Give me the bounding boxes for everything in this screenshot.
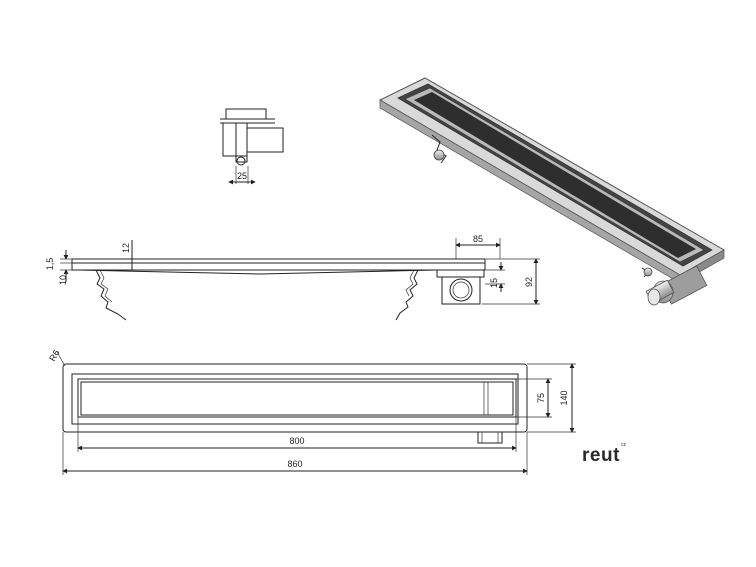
brand-name: reut — [582, 445, 620, 466]
frame-height-dim: 10 — [58, 275, 68, 285]
side-view: 85 15 92 12 1,5 10 — [45, 234, 540, 321]
total-height-dim: 92 — [524, 277, 534, 287]
detail-width-dim: 25 — [237, 171, 247, 181]
inner-length-dim: 800 — [289, 436, 304, 446]
isometric-view — [378, 77, 726, 306]
brand-logo: reut cz — [582, 442, 627, 466]
outer-width-dim: 140 — [559, 390, 569, 405]
outlet-pipe-dim: 15 — [489, 278, 499, 288]
detail-view: 25 — [220, 108, 284, 185]
outer-length-dim: 860 — [287, 459, 302, 469]
top-view: R6 75 140 800 860 — [47, 348, 576, 475]
outlet-width-dim: 85 — [473, 234, 483, 244]
brand-mark: cz — [621, 442, 627, 448]
corner-radius-dim: R6 — [47, 348, 61, 363]
inner-width-dim: 75 — [536, 393, 546, 403]
grate-dim: 12 — [121, 243, 131, 253]
top-thickness-dim: 1,5 — [45, 258, 55, 271]
